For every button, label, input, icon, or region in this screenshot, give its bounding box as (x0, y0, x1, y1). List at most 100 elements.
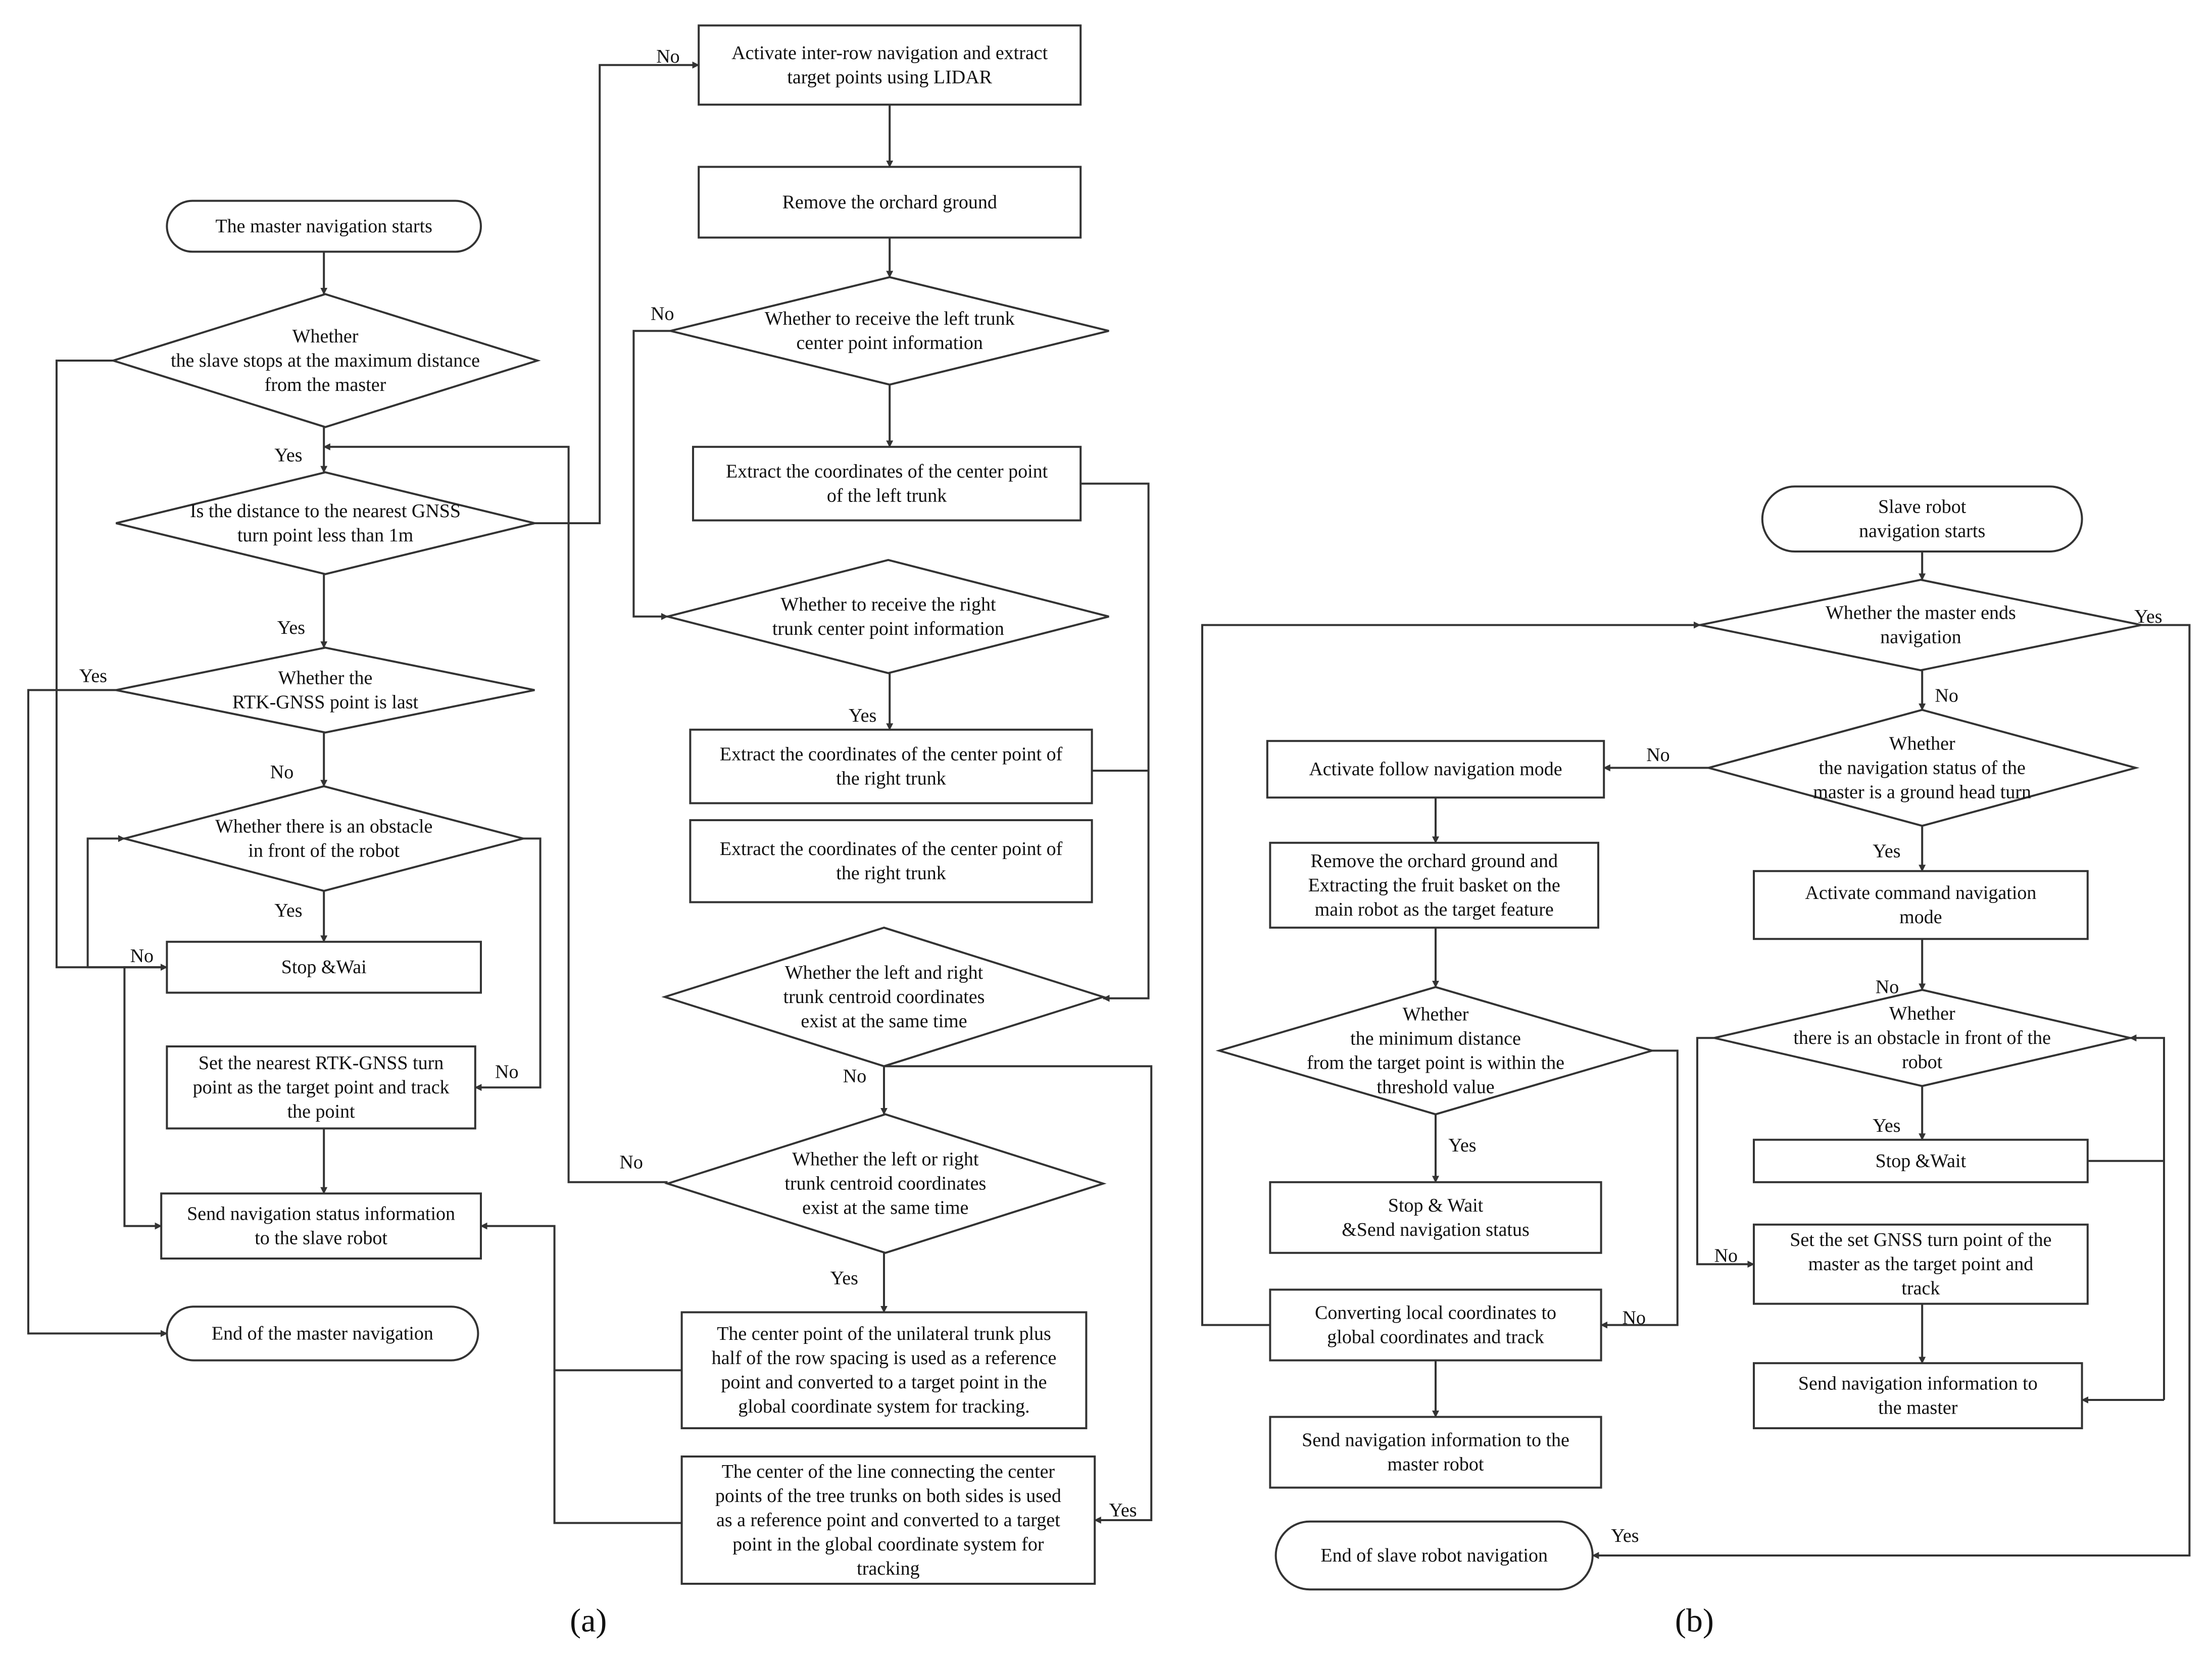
edge-a-d3-yes-to-end (27, 689, 168, 1337)
node-text: master robot (1387, 1454, 1484, 1475)
node-text: Activate follow navigation mode (1309, 759, 1562, 780)
edge-a-d1-left-branch (56, 360, 168, 971)
node-text: exist at the same time (802, 1197, 968, 1219)
label-yes-dobs: Yes (1873, 1115, 1900, 1136)
connectors (27, 61, 2191, 1559)
label-no-d4: No (495, 1061, 518, 1082)
node-a-exl: Extract the coordinates of the center po… (692, 445, 1082, 522)
edge-a-d2-right-to-lidar (534, 61, 700, 524)
node-text: Whether to receive the right (780, 594, 996, 615)
node-a-uni: The center point of the unilateral trunk… (680, 1311, 1088, 1429)
label-no-d2: No (1646, 744, 1669, 766)
node-text: Extract the coordinates of the center po… (726, 461, 1048, 482)
label-yes-d2: Yes (277, 617, 305, 638)
panel-captions: (a) (b) (570, 1602, 1714, 1639)
node-text: The center point of the unilateral trunk… (717, 1323, 1051, 1344)
label-yes-d3: Yes (79, 665, 107, 686)
caption-a: (a) (570, 1602, 607, 1639)
node-text: Whether to receive the left trunk (765, 308, 1015, 329)
node-a-cen: The center of the line connecting the ce… (680, 1455, 1096, 1585)
node-text: Send navigation information to the (1302, 1430, 1569, 1451)
edge-b-right-loop-to-dobs (2129, 1034, 2165, 1400)
node-text: The master navigation starts (215, 216, 432, 237)
edge-b-d1-yes-to-end (1592, 624, 2191, 1559)
node-a-end: End of the master navigation (166, 1305, 479, 1362)
node-text: threshold value (1377, 1076, 1494, 1097)
label-no-d1: No (1935, 685, 1958, 707)
node-text: global coordinate system for tracking. (738, 1396, 1029, 1417)
label-no-stop: No (130, 945, 154, 967)
node-a-exr: Extract the coordinates of the center po… (689, 728, 1093, 805)
node-a-lidar: Activate inter-row navigation and extrac… (698, 24, 1082, 106)
node-text: the right trunk (836, 863, 946, 884)
node-a-d2: Is the distance to the nearest GNSSturn … (116, 471, 535, 575)
node-text: trunk center point information (772, 618, 1004, 639)
node-text: from the master (265, 374, 386, 395)
label-no-dor: No (619, 1152, 643, 1173)
node-text: points of the tree trunks on both sides … (715, 1485, 1061, 1507)
caption-b: (b) (1675, 1602, 1714, 1639)
node-text: exist at the same time (801, 1011, 967, 1032)
node-text: in front of the robot (248, 840, 400, 861)
node-text: of the left trunk (827, 485, 947, 507)
node-text: Converting local coordinates to (1315, 1302, 1556, 1324)
node-b-d1: Whether the master ends navigation (1700, 578, 2142, 672)
node-text: Extract the coordinates of the center po… (720, 838, 1063, 860)
node-b-sendm: Send navigation information to the master… (1269, 1416, 1602, 1489)
node-text: Whether the left and right (785, 962, 984, 983)
node-text: track (1901, 1278, 1940, 1299)
node-text: &Send navigation status (1342, 1219, 1530, 1240)
node-a-stop: Stop &Wai (166, 940, 482, 994)
node-text: Stop &Wait (1876, 1150, 1967, 1172)
node-b-stopw: Stop &Wait (1753, 1138, 2089, 1183)
node-text: Whether the master ends (1826, 602, 2016, 624)
edge-a-stop-loop-to-d4 (86, 835, 167, 969)
node-text: RTK-GNSS point is last (232, 691, 419, 713)
node-text: robot (1902, 1051, 1943, 1073)
edge-labels: NoYesYesYesNoYesNoNoNoYesNoNoYesYesYesNo… (79, 46, 2162, 1546)
label-yes-d1: Yes (2134, 606, 2162, 627)
label-no-d3: No (270, 762, 293, 783)
node-b-follow: Activate follow navigation mode (1266, 740, 1605, 799)
node-text: point in the global coordinate system fo… (732, 1534, 1044, 1555)
node-text: trunk centroid coordinates (784, 1173, 986, 1194)
node-text: Send navigation status information (187, 1203, 455, 1225)
node-text: End of slave robot navigation (1320, 1545, 1548, 1566)
node-text: Activate inter-row navigation and extrac… (731, 42, 1048, 64)
label-no-dobs-top: No (1876, 976, 1899, 997)
node-text: Stop & Wait (1388, 1195, 1484, 1216)
node-text: Whether the (278, 667, 373, 688)
node-text: Slave robot (1878, 496, 1967, 518)
node-text: Set the nearest RTK-GNSS turn (199, 1052, 444, 1074)
node-text: the point (287, 1101, 355, 1122)
node-b-end: End of slave robot navigation (1274, 1520, 1594, 1591)
node-text: Extracting the fruit basket on the (1308, 875, 1560, 896)
label-no-dmin: No (1623, 1308, 1646, 1329)
node-text: there is an obstacle in front of the (1793, 1027, 2051, 1048)
node-a-remove: Remove the orchard ground (698, 166, 1082, 239)
node-text: Extract the coordinates of the center po… (720, 744, 1063, 765)
label-no-dl: No (651, 304, 674, 325)
edge-a-dor-no-to-d2 (323, 443, 668, 1183)
node-text: point as the target point and track (193, 1077, 450, 1098)
node-text: navigation (1880, 627, 1961, 648)
node-text: Whether (1889, 733, 1955, 754)
edge-a-d4-right-to-set (474, 837, 542, 1091)
node-text: trunk centroid coordinates (783, 986, 985, 1008)
node-text: Is the distance to the nearest GNSS (190, 500, 461, 522)
node-text: Set the set GNSS turn point of the (1790, 1229, 2051, 1250)
node-text: Stop &Wai (281, 957, 367, 978)
node-b-stop: Stop & Wait&Send navigation status (1269, 1181, 1602, 1254)
